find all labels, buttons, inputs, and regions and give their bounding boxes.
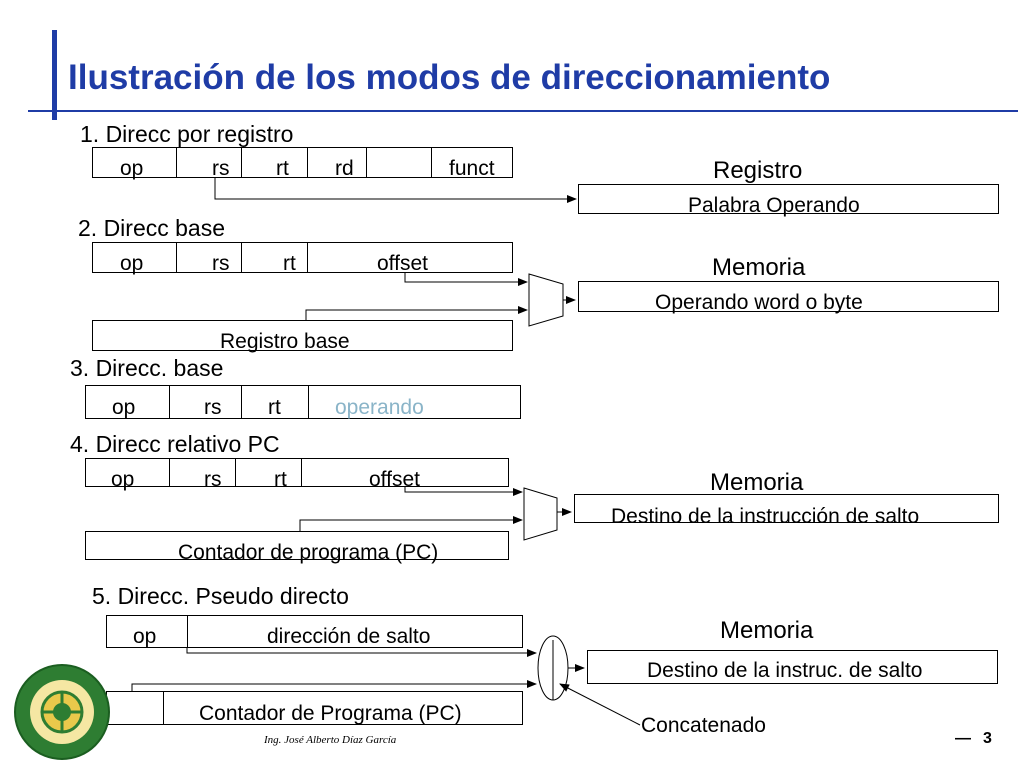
mode1-field-rd: rd	[335, 157, 354, 180]
mode2-target-text: Operando word o byte	[655, 291, 863, 314]
mode5-heading: 5. Direcc. Pseudo directo	[92, 583, 349, 609]
mode5-instruction	[106, 615, 523, 648]
mode2-field-offset: offset	[377, 252, 428, 275]
mode2-base-text: Registro base	[220, 330, 350, 353]
mode4-instruction	[85, 458, 509, 487]
mode1-field-rs: rs	[212, 157, 230, 180]
page-dash: —	[955, 730, 971, 747]
mode1-target-box	[578, 184, 999, 214]
mode2-base-box	[92, 320, 513, 351]
mode2-target-label: Memoria	[712, 254, 806, 281]
mode1-instruction	[92, 147, 513, 178]
mode4-field-rs: rs	[204, 468, 222, 491]
mode1-field-op: op	[120, 157, 144, 180]
mode3-field-operando: operando	[335, 396, 424, 419]
mode2-target-box	[578, 281, 999, 312]
mode4-heading: 4. Direcc relativo PC	[70, 431, 280, 457]
mode2-field-op: op	[120, 252, 144, 275]
mode5-field-op: op	[133, 625, 157, 648]
accent-bar	[52, 30, 57, 120]
mode3-field-rt: rt	[268, 396, 281, 419]
mode4-target-text: Destino de la instrucción de salto	[611, 505, 920, 528]
mode1-field-rt: rt	[276, 157, 289, 180]
mode1-target-label: Registro	[713, 157, 803, 184]
mode4-field-op: op	[111, 468, 135, 491]
mode2-field-rt: rt	[283, 252, 296, 275]
mode5-field-address: dirección de salto	[267, 625, 431, 648]
mode3-instruction	[85, 385, 521, 419]
institute-logo	[14, 664, 110, 760]
mode4-field-rt: rt	[274, 468, 287, 491]
mode3-field-rs: rs	[204, 396, 222, 419]
concat-label: Concatenado	[641, 714, 766, 737]
mode5-target-text: Destino de la instruc. de salto	[647, 659, 923, 682]
mode5-target-label: Memoria	[720, 617, 814, 644]
mode1-target-text: Palabra Operando	[688, 194, 860, 217]
mode5-target-box	[587, 650, 998, 684]
mode2-field-rs: rs	[212, 252, 230, 275]
slide-title: Ilustración de los modos de direccionami…	[68, 58, 831, 97]
mode2-heading: 2. Direcc base	[78, 215, 226, 241]
mode3-heading: 3. Direcc. base	[70, 355, 224, 381]
page-number: 3	[983, 730, 992, 747]
title-rule	[28, 110, 1018, 112]
mode4-target-label: Memoria	[710, 469, 804, 496]
mode2-instruction	[92, 242, 513, 273]
mode4-target-box	[574, 494, 999, 523]
mode3-field-op: op	[112, 396, 136, 419]
mode4-pc-box	[85, 531, 509, 560]
mode4-pc-text: Contador de programa (PC)	[178, 541, 439, 564]
mode1-field-funct: funct	[449, 157, 495, 180]
mode5-pc-text: Contador de Programa (PC)	[199, 702, 462, 725]
mode1-heading: 1. Direcc por registro	[80, 121, 294, 147]
footer-author: Ing. José Alberto Díaz García	[264, 734, 397, 746]
mode4-field-offset: offset	[369, 468, 420, 491]
